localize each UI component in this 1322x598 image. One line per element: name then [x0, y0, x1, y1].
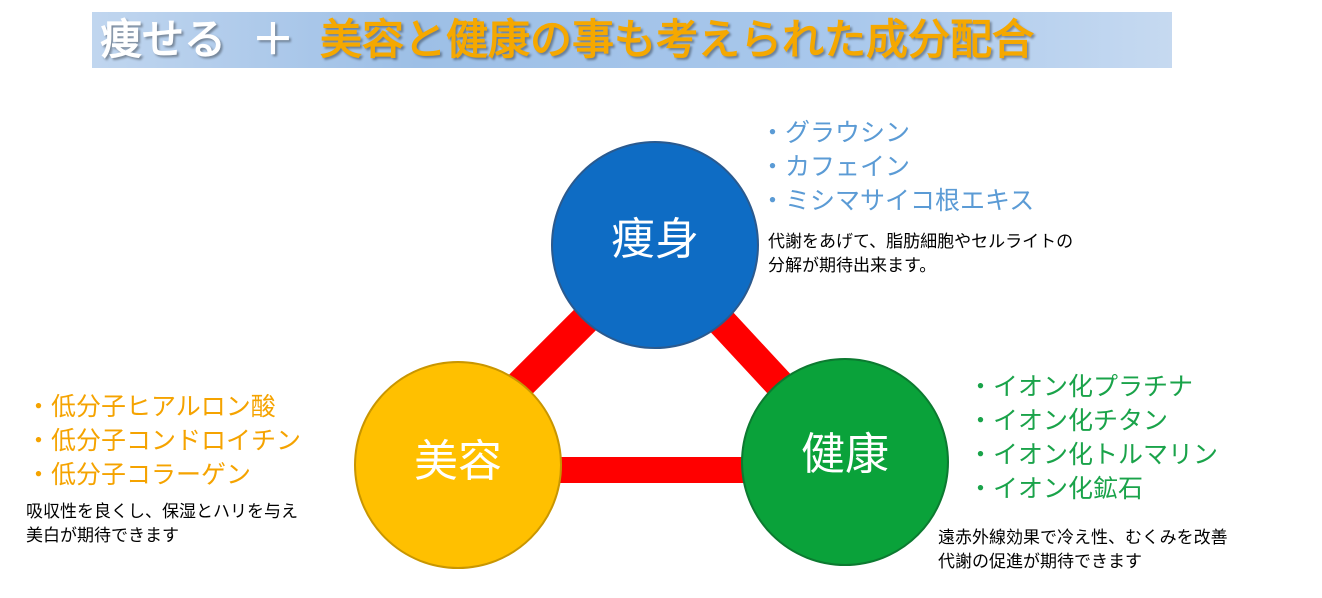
connector-beauty-health: [540, 457, 760, 483]
list-item: ・ミシマサイコ根エキス: [760, 186, 1035, 215]
list-item: ・イオン化トルマリン: [968, 440, 1219, 469]
description-line: 分解が期待出来ます。: [768, 256, 937, 276]
title-banner: [92, 12, 1172, 68]
description-line: 代謝をあげて、脂肪細胞やセルライトの: [768, 232, 1074, 252]
list-item: ・低分子コラーゲン: [26, 460, 252, 489]
circle-label-health: 健康: [801, 429, 889, 480]
list-item: ・イオン化鉱石: [968, 474, 1144, 503]
description-line: 吸収性を良くし、保湿とハリを与え: [26, 502, 298, 522]
list-item: ・イオン化プラチナ: [968, 372, 1194, 401]
circle-health: [741, 358, 949, 566]
list-item: ・カフェイン: [760, 152, 911, 181]
ingredient-list-beauty: ・低分子ヒアルロン酸 ・低分子コンドロイチン ・低分子コラーゲン: [26, 390, 301, 492]
title-part-slim: 痩せる: [100, 15, 227, 64]
ingredient-list-health: ・イオン化プラチナ ・イオン化チタン ・イオン化トルマリン ・イオン化鉱石: [968, 370, 1218, 506]
ingredient-list-slim: ・グラウシン ・カフェイン ・ミシマサイコ根エキス: [760, 116, 1034, 218]
circle-label-beauty: 美容: [414, 436, 502, 487]
description-beauty: 吸収性を良くし、保湿とハリを与え 美白が期待できます: [26, 500, 298, 548]
description-line: 美白が期待できます: [26, 526, 179, 546]
description-slim: 代謝をあげて、脂肪細胞やセルライトの 分解が期待出来ます。: [768, 230, 1073, 278]
list-item: ・低分子コンドロイチン: [26, 426, 302, 455]
description-line: 遠赤外線効果で冷え性、むくみを改善: [938, 528, 1228, 548]
circle-label-slim: 痩身: [611, 214, 699, 265]
list-item: ・イオン化チタン: [968, 406, 1169, 435]
list-item: ・グラウシン: [760, 118, 911, 147]
circle-beauty: [354, 361, 562, 569]
title-plus: ＋: [252, 15, 295, 64]
list-item: ・低分子ヒアルロン酸: [26, 392, 276, 421]
description-health: 遠赤外線効果で冷え性、むくみを改善 代謝の促進が期待できます: [938, 526, 1228, 574]
circle-slim: [551, 141, 759, 349]
description-line: 代謝の促進が期待できます: [938, 552, 1142, 572]
title-part-beauty-health: 美容と健康の事も考えられた成分配合: [320, 15, 1035, 64]
page-title: 痩せる ＋ 美容と健康の事も考えられた成分配合: [100, 12, 1034, 68]
